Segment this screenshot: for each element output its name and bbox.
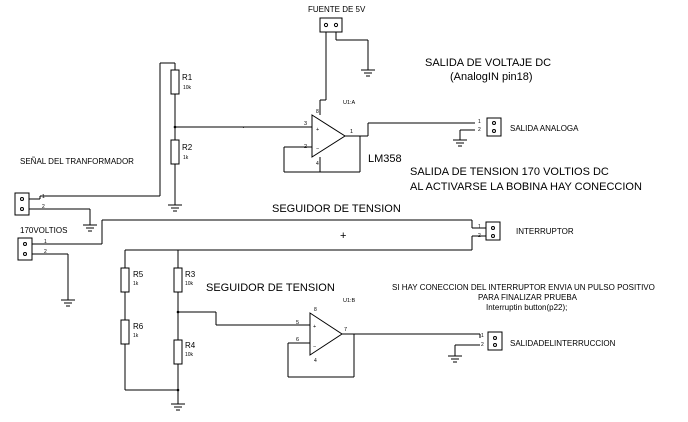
label-seguidor-2: SEGUIDOR DE TENSION xyxy=(206,282,335,294)
ground-symbol xyxy=(171,403,185,411)
resistor-r1 xyxy=(170,69,180,95)
u1a-pin8: 8 xyxy=(316,109,319,115)
u1b-plus-sign: + xyxy=(313,324,316,330)
label-fuente: FUENTE DE 5V xyxy=(308,5,366,14)
r1-name: R1 xyxy=(182,73,193,82)
ground-symbol xyxy=(448,355,462,363)
connector-salida-analoga xyxy=(486,117,502,137)
label-lm358: LM358 xyxy=(368,153,402,165)
connector-fuente-5v xyxy=(319,17,343,33)
r4-name: R4 xyxy=(185,341,196,350)
label-senal: SEÑAL DEL TRANFORMADOR xyxy=(20,157,134,166)
label-plus: + xyxy=(340,230,346,242)
u1a-pin1: 1 xyxy=(350,129,353,135)
u1a-pin3: 3 xyxy=(304,121,307,127)
arrow-mark: · xyxy=(242,123,245,132)
ground-symbol xyxy=(61,299,75,307)
pin-1-label: 1 xyxy=(478,119,481,125)
label-170voltios: 170VOLTIOS xyxy=(20,226,67,235)
opamp-u1a xyxy=(311,114,346,158)
u1b-pin6: 6 xyxy=(296,337,299,343)
u1a-name: U1:A xyxy=(343,100,356,106)
u1b-pin8: 8 xyxy=(314,307,317,313)
label-seguidor-1: SEGUIDOR DE TENSION xyxy=(272,203,401,215)
ground-symbol xyxy=(168,204,182,212)
resistor-r3 xyxy=(173,267,183,293)
label-analogin: (AnalogIN pin18) xyxy=(450,71,533,83)
r6-name: R6 xyxy=(133,322,144,331)
pin-2-label: 2 xyxy=(42,204,45,210)
pin-2-label: 2 xyxy=(478,233,481,239)
r3-name: R3 xyxy=(185,270,196,279)
ground-symbol xyxy=(453,139,467,147)
u1b-pin7: 7 xyxy=(344,327,347,333)
resistor-r2 xyxy=(170,139,180,165)
u1b-minus-sign: − xyxy=(313,344,316,350)
ground-symbol xyxy=(83,224,97,232)
label-salida-interruccion: SALIDADELINTERRUCCION xyxy=(510,339,616,348)
label-salida-tension-2: AL ACTIVARSE LA BOBINA HAY CONECCION xyxy=(410,181,642,193)
resistor-r5 xyxy=(120,267,130,293)
u1a-plus-sign: + xyxy=(316,127,319,133)
note-line-2: PARA FINALIZAR PRUEBA xyxy=(478,293,578,302)
label-salida-analoga: SALIDA ANALOGA xyxy=(510,124,579,133)
pin-2-label: 2 xyxy=(44,249,47,255)
r4-value: 10k xyxy=(185,352,194,358)
label-salida-tension-1: SALIDA DE TENSION 170 VOLTIOS DC xyxy=(410,166,609,178)
connector-salida-interruccion xyxy=(487,331,503,351)
u1a-minus-sign: − xyxy=(316,146,319,152)
ground-symbol xyxy=(361,69,375,77)
r5-value: 1k xyxy=(133,281,139,287)
connector-170voltios xyxy=(17,237,33,261)
resistor-r4 xyxy=(173,339,183,365)
label-interruptor: INTERRUPTOR xyxy=(516,227,574,236)
r1-value: 10k xyxy=(183,85,192,91)
opamp-u1b xyxy=(309,312,343,356)
pin-1-label: 1 xyxy=(44,239,47,245)
pin-1-label: 1 xyxy=(481,333,484,339)
connector-interruptor xyxy=(485,221,501,241)
u1b-pin5: 5 xyxy=(296,320,299,326)
pin-2-label: 2 xyxy=(478,127,481,133)
pin-1-label: 1 xyxy=(478,224,481,230)
r6-value: 1k xyxy=(133,333,139,339)
r2-name: R2 xyxy=(182,143,193,152)
connector-senal xyxy=(14,192,30,216)
r2-value: 1k xyxy=(183,155,189,161)
resistor-r6 xyxy=(120,319,130,345)
u1b-name: U1:B xyxy=(343,298,356,304)
r3-value: 10k xyxy=(185,281,194,287)
r5-name: R5 xyxy=(133,270,144,279)
note-line-3: Interruptin button(p22); xyxy=(486,303,567,312)
junction-dot xyxy=(176,388,180,392)
note-line-1: SI HAY CONECCION DEL INTERRUPTOR ENVIA U… xyxy=(392,283,655,292)
pin-1-label: 1 xyxy=(42,194,45,200)
pin-2-label: 2 xyxy=(481,342,484,348)
u1b-pin4: 4 xyxy=(314,358,317,364)
label-salida-voltaje: SALIDA DE VOLTAJE DC xyxy=(425,57,551,69)
u1a-pin4: 4 xyxy=(316,161,319,167)
